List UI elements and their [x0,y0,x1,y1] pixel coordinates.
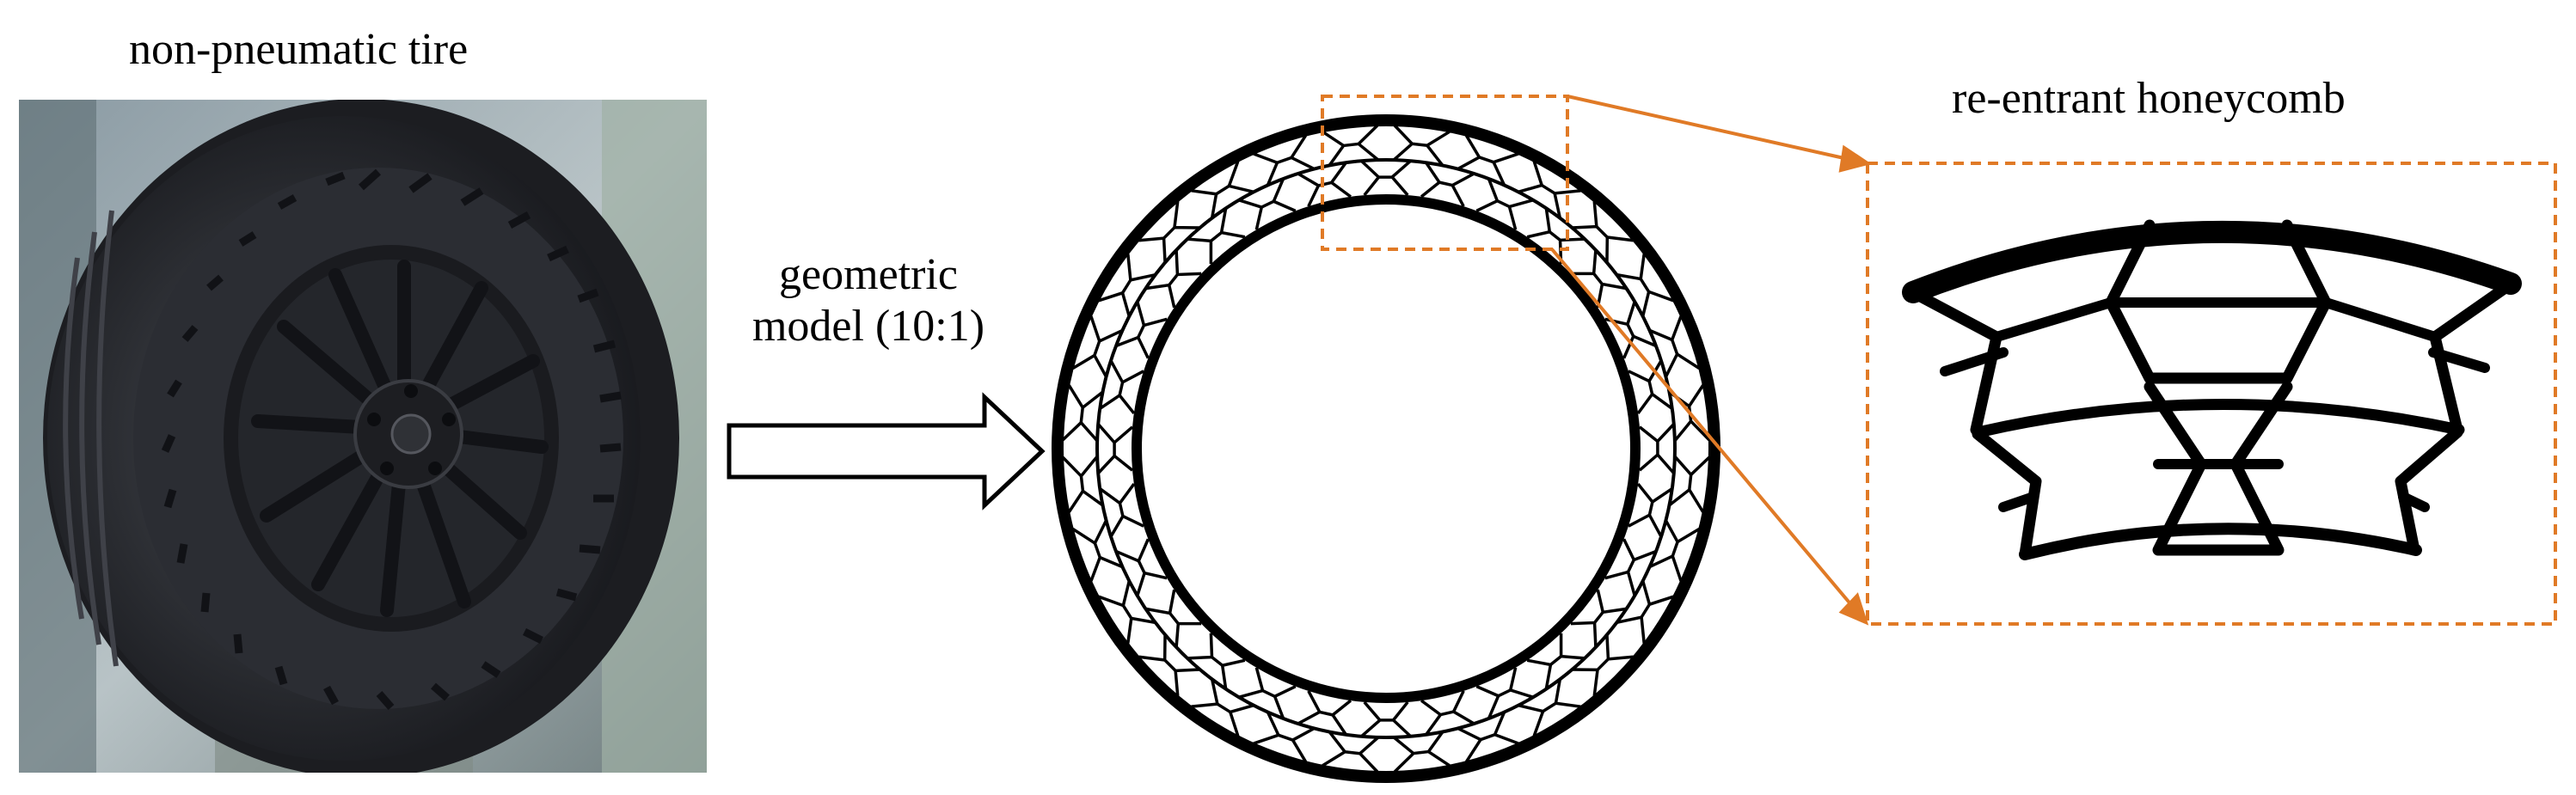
ring-cell [1115,538,1168,596]
ring-cell [1061,455,1104,513]
ring-cell [1145,249,1202,309]
ring-cell [1098,580,1156,644]
ring-cell [1475,667,1534,719]
ring-cell [1061,384,1104,443]
tire-photo [19,100,707,773]
ring-cell [1297,690,1352,736]
ring-cell [1115,301,1168,359]
ring-cell [1187,208,1246,265]
arrow-label-line1: geometric [779,250,958,299]
ring-cell [1071,519,1124,582]
geometric-model-arrow [727,392,1046,511]
ring-cell [1096,423,1134,474]
zoom-connectors [1550,95,1872,626]
ring-cell [1360,159,1412,197]
ring-cell [1616,254,1674,317]
ring-model [1052,114,1720,783]
ring-cell [1191,678,1254,737]
ring-cell [1420,690,1475,736]
ring-cell [1616,580,1674,644]
ring-cell [1518,161,1581,219]
ring-cell [1628,482,1673,538]
ring-cell [1099,359,1144,415]
arrow-label: geometric model (10:1) [722,249,1015,352]
ring-cell [1628,359,1673,414]
ring-cell [1570,249,1627,309]
ring-cell [1648,519,1701,582]
ring-cell [1526,208,1585,265]
ring-cell [1668,455,1711,513]
selection-box [1321,95,1569,251]
ring-cell [1191,161,1254,219]
photo-title: non-pneumatic tire [129,25,469,74]
ring-cell [1518,678,1581,737]
ring-cell [1145,589,1202,648]
ring-cell [1572,201,1634,263]
ring-cell [1360,700,1412,738]
ring-cell [1071,315,1124,378]
ring-cell [1392,731,1451,774]
ring-cell [1099,483,1144,538]
ring-cell [1570,589,1627,648]
ring-cell [1604,538,1657,596]
ring-cell [1638,423,1676,474]
ring-cell [1098,254,1156,317]
ring-cell [1457,134,1519,187]
ring-cell [1138,201,1200,263]
ring-cell [1392,124,1451,167]
ring-cell [1238,178,1297,230]
ring-cell [1253,711,1316,763]
zoom-panel [1866,162,2557,626]
ring-cell [1238,667,1297,719]
ring-cell [1253,134,1316,187]
ring-cell [1297,162,1352,207]
ring-cell [1322,124,1380,167]
zoom-title: re-entrant honeycomb [1952,74,2346,123]
ring-cell [1475,178,1534,230]
ring-cell [1322,731,1380,774]
ring-cell [1572,634,1634,696]
ring-cell [1420,162,1475,207]
ring-cell [1187,633,1246,689]
arrow-label-line2: model (10:1) [751,301,985,351]
ring-cell [1526,633,1585,689]
ring-cell [1648,315,1701,378]
honeycomb-detail [1902,219,2522,560]
ring-cell [1457,711,1519,763]
ring-cell [1138,634,1200,696]
